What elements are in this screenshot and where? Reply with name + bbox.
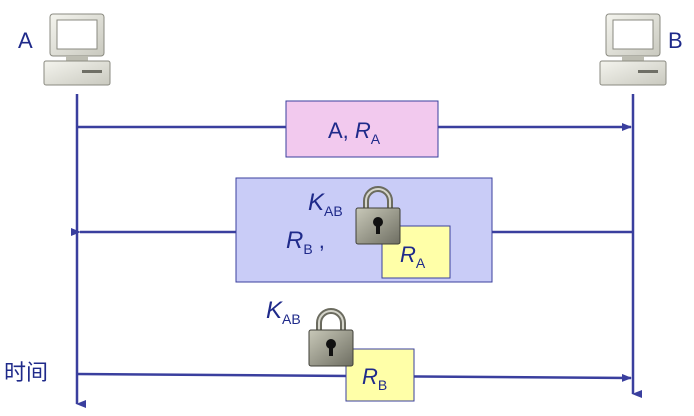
message2-key: KAB bbox=[308, 189, 343, 219]
computer-b-icon bbox=[599, 13, 667, 86]
party-a-label: A bbox=[18, 28, 33, 53]
party-b-label: B bbox=[668, 28, 683, 53]
message2-locked-text: RA bbox=[400, 242, 426, 271]
message3-locked-box bbox=[345, 348, 415, 402]
message3-key: KAB bbox=[266, 297, 301, 327]
message2-nonce-b: RB, bbox=[286, 227, 325, 257]
message1-box bbox=[285, 100, 439, 158]
message3-locked-text: RB bbox=[362, 364, 387, 393]
message1-text: A, RA bbox=[328, 118, 381, 147]
time-axis-label: 时间 bbox=[4, 360, 48, 385]
lock-icon bbox=[308, 308, 354, 367]
computer-a-icon bbox=[43, 13, 111, 86]
lock-icon bbox=[355, 186, 401, 245]
